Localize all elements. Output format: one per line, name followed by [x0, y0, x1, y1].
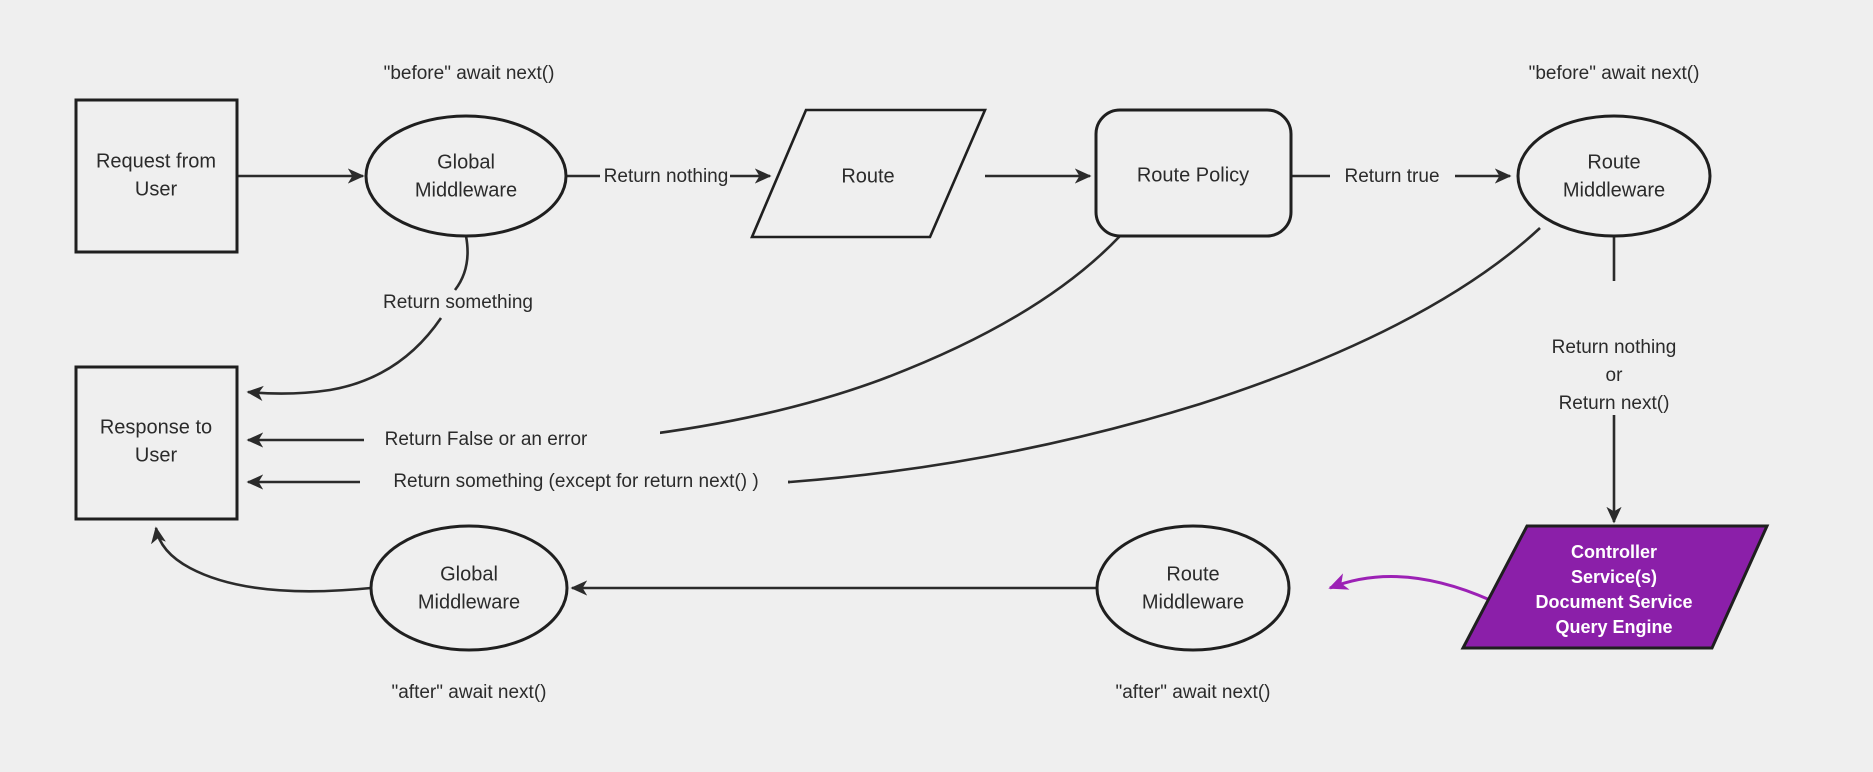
edge-global-return-something-stub — [453, 235, 469, 291]
route-middleware-before-label-line1: Route — [1587, 151, 1640, 173]
edge-label-return-nothing-or-next-line2: or — [1606, 365, 1624, 386]
node-request-from-user[interactable]: Request from User — [74, 98, 239, 254]
controller-label-line4: Query Engine — [1555, 617, 1672, 637]
annotation-after-route-middleware: "after" await next() — [1116, 682, 1271, 703]
route-middleware-after-shape — [1095, 524, 1291, 652]
edge-policy-return-false-curve — [599, 235, 1121, 442]
request-from-user-shape — [74, 98, 239, 254]
controller-label-line3: Document Service — [1535, 592, 1692, 612]
node-global-middleware-after[interactable]: Global Middleware — [369, 524, 569, 652]
node-route[interactable]: Route — [750, 108, 987, 239]
edge-label-return-something-except-backing — [364, 470, 788, 494]
global-middleware-after-shape — [369, 524, 569, 652]
edge-label-return-something: Return something — [383, 292, 533, 313]
route-middleware-after-label-line1: Route — [1166, 563, 1219, 585]
node-route-middleware-before[interactable]: Route Middleware — [1516, 114, 1712, 238]
node-controller-services[interactable]: Controller Service(s) Document Service Q… — [1460, 524, 1770, 650]
global-middleware-before-label-line2: Middleware — [415, 179, 517, 201]
edge-global-middleware-after-to-response — [151, 526, 372, 593]
global-middleware-after-label-line1: Global — [440, 563, 498, 585]
node-response-to-user[interactable]: Response to User — [74, 365, 239, 521]
response-to-user-shape — [74, 365, 239, 521]
edge-global-middleware-return-something — [246, 317, 443, 401]
node-route-middleware-after[interactable]: Route Middleware — [1095, 524, 1291, 652]
route-label: Route — [841, 165, 894, 187]
node-route-policy[interactable]: Route Policy — [1094, 108, 1293, 238]
route-shape — [750, 108, 987, 239]
edge-label-return-something-except: Return something (except for return next… — [393, 471, 758, 492]
route-policy-label: Route Policy — [1137, 164, 1249, 186]
request-from-user-label-line1: Request from — [96, 150, 216, 172]
edge-label-return-nothing-or-next-line1: Return nothing — [1552, 337, 1677, 358]
global-middleware-before-label-line1: Global — [437, 151, 495, 173]
annotation-before-global-middleware: "before" await next() — [384, 63, 555, 84]
annotation-before-route-middleware: "before" await next() — [1529, 63, 1700, 84]
edge-label-return-false-backing — [364, 428, 660, 452]
route-policy-shape — [1094, 108, 1293, 238]
response-to-user-label-line1: Response to — [100, 416, 212, 438]
edge-label-return-true: Return true — [1344, 166, 1439, 187]
node-global-middleware-before[interactable]: Global Middleware — [364, 114, 568, 238]
edge-label-return-nothing-or-next-line3: Return next() — [1559, 393, 1670, 414]
edge-rm-return-something-curve — [789, 227, 1541, 484]
route-middleware-before-label-line2: Middleware — [1563, 179, 1665, 201]
edge-controller-to-route-middleware-after — [1328, 573, 1491, 602]
edge-label-return-nothing: Return nothing — [604, 166, 729, 187]
global-middleware-before-shape — [364, 114, 568, 238]
controller-label-line1: Controller — [1571, 542, 1657, 562]
route-middleware-after-label-line2: Middleware — [1142, 591, 1244, 613]
controller-label-line2: Service(s) — [1571, 567, 1657, 587]
edge-label-return-false-or-error: Return False or an error — [385, 429, 588, 450]
route-middleware-before-shape — [1516, 114, 1712, 238]
controller-services-shape — [1460, 524, 1770, 650]
global-middleware-after-label-line2: Middleware — [418, 591, 520, 613]
annotation-after-global-middleware: "after" await next() — [392, 682, 547, 703]
response-to-user-label-line2: User — [135, 444, 178, 466]
request-from-user-label-line2: User — [135, 178, 178, 200]
